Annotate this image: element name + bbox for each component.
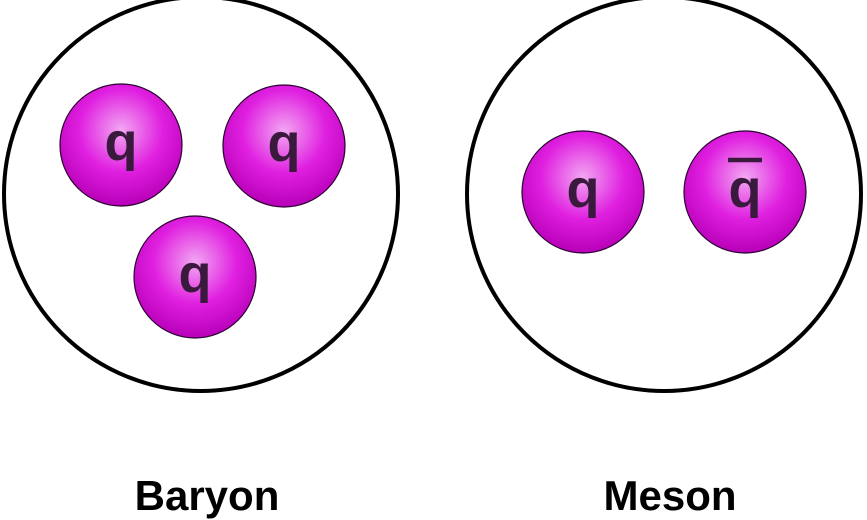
quark-label: q [268, 113, 301, 173]
meson-quark: q [521, 130, 645, 254]
quark-sphere [683, 130, 807, 254]
baryon-group: q q q Baryon [2, 0, 400, 519]
meson-group: q q Meson [465, 0, 863, 519]
quark-sphere [133, 215, 257, 339]
baryon-quark-2: q [222, 84, 346, 208]
quark-sphere [59, 83, 183, 207]
baryon-quark-3: q [133, 215, 257, 339]
quark-sphere [222, 84, 346, 208]
meson-outline [465, 0, 863, 393]
meson-title: Meson [603, 472, 736, 519]
antiquark-label: q [729, 159, 762, 219]
quark-label: q [567, 159, 600, 219]
meson-antiquark: q [683, 130, 807, 254]
quark-label: q [179, 244, 212, 304]
quark-sphere [521, 130, 645, 254]
baryon-quark-1: q [59, 83, 183, 207]
baryon-title: Baryon [135, 472, 280, 519]
quark-label: q [105, 112, 138, 172]
